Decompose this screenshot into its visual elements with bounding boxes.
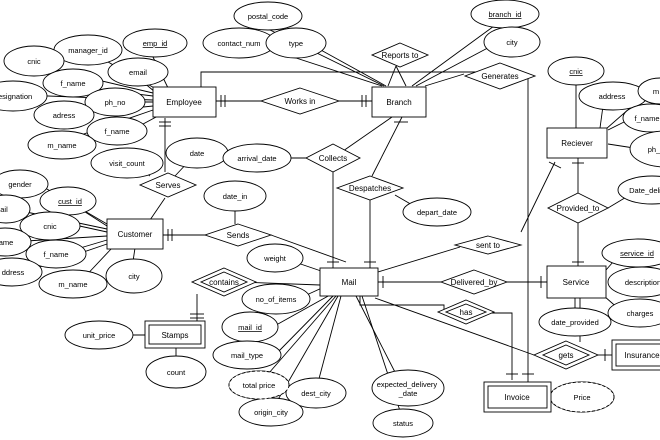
attr-m-rec: m [653,87,659,96]
attr-f-name-rec: f_name [634,114,659,123]
attr-f-name-cust: f_name [43,250,68,259]
attr-manager-id: manager_id [68,46,108,55]
attr-charges: charges [627,309,654,318]
attr-emp-id: emp_id [143,39,168,48]
rel-works-in: Works in [285,97,316,106]
attr-mail-id: mail_id [238,323,262,332]
attr-ph-no: ph_no [105,98,126,107]
entity-reciever: Reciever [561,139,593,148]
attr-f-name-emp: f_name [60,79,85,88]
entity-stamps: Stamps [161,331,188,340]
rel-contains: contains [209,278,239,287]
rel-delivered-by: Delivered_by [451,278,498,287]
attr-address-rec: address [599,92,626,101]
attr-status: status [393,419,413,428]
weak-entity-boxes [144,320,660,413]
attr-cust-id: cust_id [58,197,82,206]
attr-gender: gender [8,180,32,189]
attr-date-serves: date [190,149,205,158]
attr-cnic-cust: cnic [43,222,57,231]
rel-provided-to: Provided_to [557,204,600,213]
attr-service-id: service_id [620,249,654,258]
rel-serves: Serves [156,181,181,190]
attr-adress-emp: adress [53,111,76,120]
attr-dest-city: dest_city [301,389,331,398]
rel-has: has [460,308,473,317]
entity-service: Service [563,278,590,287]
attr-city-branch: city [506,38,518,47]
attr-visit-count: visit_count [109,159,145,168]
entity-boxes [106,86,608,299]
entity-mail: Mail [342,278,357,287]
attr-type: type [289,39,303,48]
attr-mail-type: mail_type [231,351,263,360]
attr-branch-id: branch_id [489,10,522,19]
attr-total-price: total price [243,381,276,390]
attr-f-name-emp2: f_name [104,127,129,136]
attr-description: description [625,278,660,287]
attr-postal-code: postal_code [248,12,288,21]
attr-email: email [129,68,147,77]
attr-depart-date: depart_date [417,208,457,217]
cardinality-marks [159,95,606,375]
attr-count: count [167,368,186,377]
attr-ph-rec: ph_ [648,145,660,154]
attr-date-deli: Date_deli [629,186,660,195]
entity-insurance: Insurance [624,351,660,360]
rel-sends: Sends [227,231,250,240]
attr-expected-delivery-date: expected_delivery _date [377,380,440,398]
attr-m-name-cust: m_name [58,280,87,289]
attr-email-cust: ail [0,205,8,214]
entity-employee: Employee [166,98,202,107]
attr-price: Price [573,393,590,402]
attr-m-name-emp: m_name [47,141,76,150]
attr-cnic-emp: cnic [27,57,41,66]
attr-no-of-items: no_of_items [256,295,297,304]
entity-branch: Branch [386,98,411,107]
rel-sent-to: sent to [476,241,501,250]
attr-origin-city: origin_city [254,408,288,417]
attr-city-cust: city [128,272,140,281]
attr-arrival-date: arrival_date [237,154,276,163]
attr-date-in: date_in [223,192,248,201]
relationship-diamonds [138,42,610,295]
rel-gets: gets [558,351,573,360]
rel-reports-to: Reports to [382,51,419,60]
entity-invoice: Invoice [504,393,530,402]
attr-weight: weight [263,254,287,263]
attr-date-provided: date_provided [551,318,599,327]
rel-collects: Collects [319,154,347,163]
rel-despatches: Despatches [349,184,391,193]
attr-unit-price: unit_price [83,331,116,340]
rel-generates: Generates [481,72,518,81]
attr-address-cust: ddress [2,268,25,277]
attr-designation: designation [0,92,32,101]
weak-relationship-diamonds [190,267,600,370]
entity-customer: Customer [118,230,153,239]
attr-contact-num: contact_num [218,39,261,48]
attr-name-cust: ame [0,238,13,247]
attr-cnic-rec: cnic [569,67,583,76]
